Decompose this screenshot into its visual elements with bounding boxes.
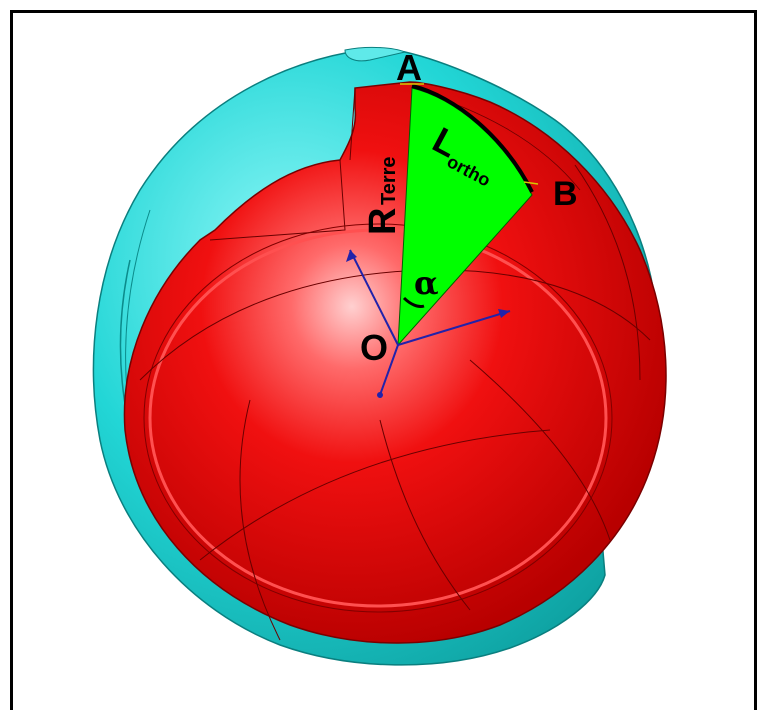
- angle-marker: [402, 296, 425, 308]
- axis-right: [397, 310, 511, 346]
- label-radius-sub: Terre: [378, 156, 400, 205]
- axis-up-left: [349, 249, 399, 346]
- earth-core: [123, 81, 667, 644]
- label-point-b: B: [553, 175, 578, 213]
- sector-aob: [397, 83, 539, 347]
- label-radius: R Terre: [362, 156, 404, 235]
- label-radius-main: R: [362, 208, 404, 235]
- axis-down: [379, 344, 399, 396]
- orthodromic-arc: [411, 84, 534, 193]
- label-center-o: O: [360, 327, 388, 368]
- coordinate-axes: [346, 249, 511, 398]
- label-point-a: A: [396, 47, 422, 88]
- label-angle-alpha: α: [414, 264, 439, 302]
